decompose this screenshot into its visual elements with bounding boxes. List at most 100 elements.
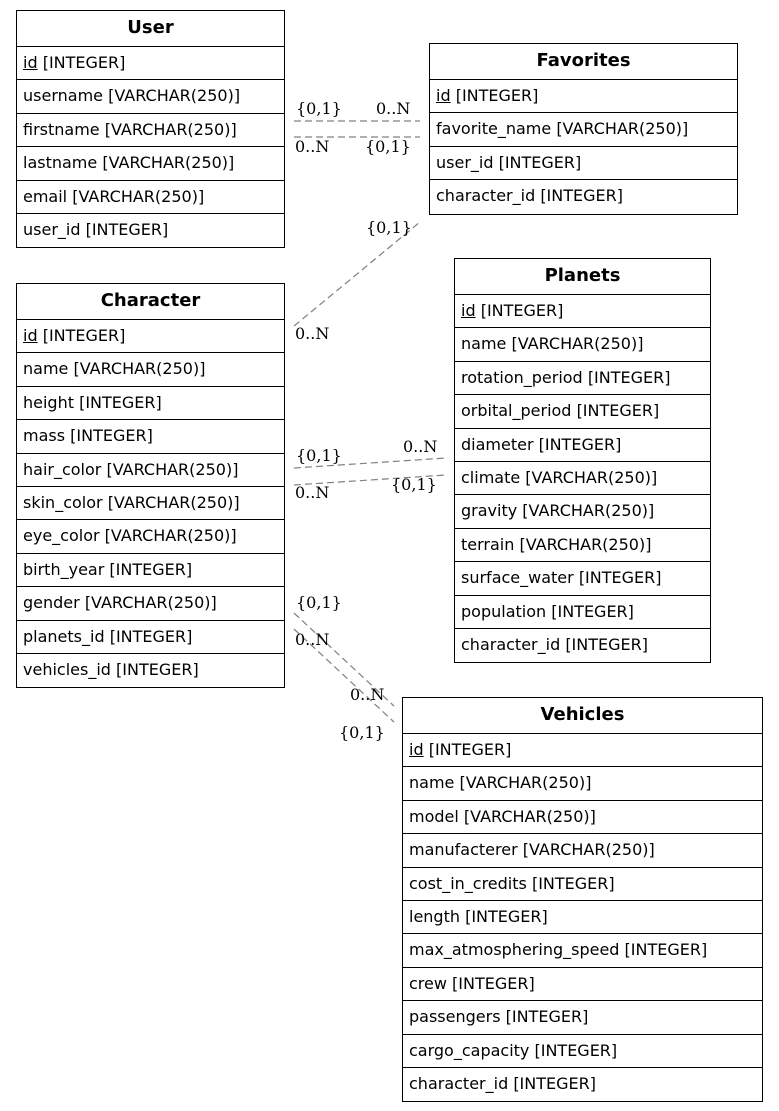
cardinality-label: 0..N <box>376 99 411 118</box>
field-row: name [VARCHAR(250)] <box>17 353 284 387</box>
cardinality-label: 0..N <box>295 483 330 502</box>
field-name: character_id <box>461 634 561 654</box>
favorites-table: Favorites id [INTEGER]favorite_name [VAR… <box>429 43 738 215</box>
field-type: [INTEGER] <box>79 392 162 412</box>
field-name: climate <box>461 467 521 487</box>
field-row: population [INTEGER] <box>455 596 710 629</box>
field-type: [VARCHAR(250)] <box>84 593 217 613</box>
field-type: [INTEGER] <box>505 1007 589 1027</box>
field-name: eye_color <box>23 526 100 546</box>
field-type: [INTEGER] <box>498 152 582 172</box>
cardinality-label: {0,1} <box>296 446 342 465</box>
field-row: length [INTEGER] <box>403 901 762 935</box>
field-row: id [INTEGER] <box>17 47 284 81</box>
field-name: id <box>436 86 451 105</box>
field-row: birth_year [INTEGER] <box>17 554 284 588</box>
field-type: [VARCHAR(250)] <box>522 840 655 860</box>
field-row: favorite_name [VARCHAR(250)] <box>430 113 737 147</box>
field-row: user_id [INTEGER] <box>430 147 737 181</box>
user-table-title: User <box>17 11 284 47</box>
field-type: [VARCHAR(250)] <box>463 806 596 826</box>
field-name: lastname <box>23 153 98 173</box>
field-name: character_id <box>436 186 536 206</box>
edge-character-planets-b <box>293 474 447 486</box>
cardinality-label: {0,1} <box>296 593 342 612</box>
favorites-table-fields: id [INTEGER] favorite_name [VARCHAR(250)]… <box>430 80 737 214</box>
field-row: crew [INTEGER] <box>403 968 762 1002</box>
field-name: name <box>409 773 455 793</box>
field-row: character_id [INTEGER] <box>403 1068 762 1101</box>
vehicles-table-fields: id [INTEGER]name [VARCHAR(250)]model [VA… <box>403 734 762 1101</box>
character-table-title: Character <box>17 284 284 320</box>
field-name: vehicles_id <box>23 659 111 679</box>
field-name: length <box>409 906 460 926</box>
field-type: [INTEGER] <box>428 740 512 759</box>
field-row: id [INTEGER] <box>403 734 762 768</box>
field-type: [INTEGER] <box>85 219 169 239</box>
field-row: manufacterer [VARCHAR(250)] <box>403 834 762 868</box>
field-type: [VARCHAR(250)] <box>102 153 235 173</box>
field-type: [VARCHAR(250)] <box>459 773 592 793</box>
edge-character-vehicles-a <box>293 612 395 707</box>
edge-character-vehicles-b <box>293 628 395 723</box>
field-type: [INTEGER] <box>465 906 548 926</box>
field-name: name <box>23 359 69 379</box>
field-name: id <box>23 326 38 345</box>
field-type: [INTEGER] <box>513 1073 596 1093</box>
field-type: [INTEGER] <box>480 301 564 320</box>
field-row: email [VARCHAR(250)] <box>17 181 284 214</box>
field-row: climate [VARCHAR(250)] <box>455 462 710 496</box>
field-type: [VARCHAR(250)] <box>525 467 658 487</box>
field-row: model [VARCHAR(250)] <box>403 801 762 835</box>
field-type: [INTEGER] <box>624 940 708 960</box>
field-name: planets_id <box>23 626 105 646</box>
cardinality-label: {0,1} <box>365 137 411 156</box>
field-row: cargo_capacity [INTEGER] <box>403 1035 762 1068</box>
field-type: [INTEGER] <box>531 873 615 893</box>
field-row: orbital_period [INTEGER] <box>455 395 710 429</box>
field-name: id <box>461 301 476 320</box>
cardinality-label: {0,1} <box>296 99 342 118</box>
vehicles-table-title: Vehicles <box>403 698 762 734</box>
character-table: Character id [INTEGER]name [VARCHAR(250)… <box>16 283 285 688</box>
field-type: [INTEGER] <box>109 626 193 646</box>
field-row: lastname [VARCHAR(250)] <box>17 147 284 181</box>
field-type: [INTEGER] <box>42 53 126 72</box>
field-row: id [INTEGER] <box>17 320 284 354</box>
planets-table: Planets id [INTEGER]name [VARCHAR(250)]r… <box>454 258 711 663</box>
field-type: [VARCHAR(250)] <box>511 334 644 354</box>
field-name: passengers <box>409 1007 501 1027</box>
field-type: [INTEGER] <box>578 568 662 588</box>
field-row: gravity [VARCHAR(250)] <box>455 495 710 529</box>
cardinality-label: 0..N <box>295 324 330 343</box>
field-name: name <box>461 334 507 354</box>
field-row: mass [INTEGER] <box>17 420 284 454</box>
field-row: vehicles_id [INTEGER] <box>17 654 284 687</box>
character-table-fields: id [INTEGER]name [VARCHAR(250)]height [I… <box>17 320 284 687</box>
field-name: diameter <box>461 434 534 454</box>
cardinality-label: 0..N <box>295 137 330 156</box>
field-name: height <box>23 392 74 412</box>
field-type: [INTEGER] <box>565 634 648 654</box>
field-type: [VARCHAR(250)] <box>108 86 241 106</box>
field-name: surface_water <box>461 568 574 588</box>
field-name: character_id <box>409 1073 509 1093</box>
field-row: rotation_period [INTEGER] <box>455 362 710 396</box>
field-row: user_id [INTEGER] <box>17 214 284 247</box>
field-name: favorite_name <box>436 119 552 139</box>
field-name: orbital_period <box>461 401 572 421</box>
field-row: name [VARCHAR(250)] <box>403 767 762 801</box>
field-name: gravity <box>461 501 518 521</box>
field-row: id [INTEGER] <box>455 295 710 329</box>
field-row: character_id [INTEGER] <box>430 180 737 213</box>
cardinality-label: {0,1} <box>391 475 437 494</box>
field-name: user_id <box>23 219 81 239</box>
field-row: hair_color [VARCHAR(250)] <box>17 454 284 487</box>
field-type: [INTEGER] <box>70 426 153 446</box>
field-name: hair_color <box>23 459 102 479</box>
field-name: gender <box>23 593 80 613</box>
field-type: [INTEGER] <box>452 973 535 993</box>
field-row: username [VARCHAR(250)] <box>17 80 284 114</box>
field-name: birth_year <box>23 559 105 579</box>
